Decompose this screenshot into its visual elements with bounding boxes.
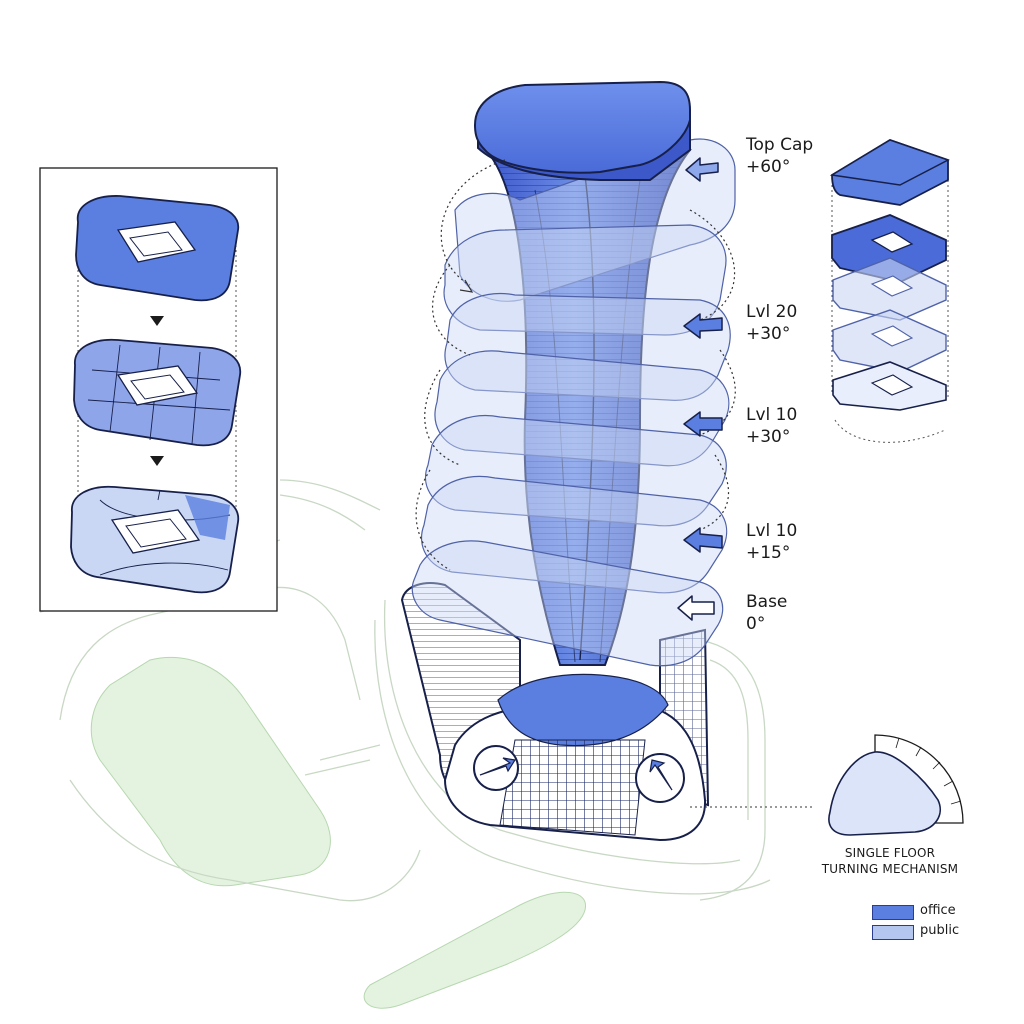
level-angle: +60°: [746, 157, 791, 177]
mechanism-plate: [828, 751, 941, 836]
floor-plate: [444, 293, 731, 401]
level-name: Lvl 10: [746, 405, 798, 425]
floor-plate: [411, 540, 724, 667]
legend-swatch-public: [872, 925, 914, 940]
level-name: Lvl 20: [746, 302, 798, 322]
legend-label: office: [920, 903, 956, 918]
base-grid-wedge: [499, 739, 646, 836]
floor-sequence-inset: [39, 167, 278, 612]
level-angle: 0°: [746, 614, 766, 634]
floor-plates: [411, 138, 736, 667]
inset-plate-mixed: [73, 338, 242, 447]
tower-shaft: [476, 143, 693, 666]
level-name: Base: [746, 592, 788, 612]
floor-plate: [443, 224, 727, 336]
level-angle: +30°: [746, 427, 791, 447]
arrow-icon: [683, 411, 723, 437]
floor-plate: [434, 350, 730, 467]
arrow-icon: [677, 595, 715, 621]
tower-base: [400, 582, 710, 842]
arrow-icon: [683, 313, 723, 339]
turning-mechanism: [690, 734, 964, 836]
level-label-lvl-20: Lvl 20 +30°: [746, 301, 797, 345]
site-plan: [39, 479, 771, 1009]
floor-plate: [454, 138, 736, 302]
green-area-left: [90, 656, 331, 887]
level-angle: +15°: [746, 543, 791, 563]
floor-plate: [424, 414, 727, 527]
level-label-lvl-10-b: Lvl 10 +15°: [746, 520, 797, 564]
arrow-icon: [685, 157, 719, 182]
top-cap-roof: [473, 80, 691, 174]
level-arrows: [677, 157, 723, 621]
level-label-lvl-10-a: Lvl 10 +30°: [746, 404, 797, 448]
caption-line-2: TURNING MECHANISM: [821, 862, 959, 876]
level-label-top-cap: Top Cap +60°: [746, 134, 813, 178]
exploded-plates: [829, 139, 950, 443]
level-angle: +30°: [746, 324, 791, 344]
inset-plate-office: [75, 195, 240, 302]
sequence-arrow-down: [150, 316, 164, 326]
base-rotation-arrow-right: [635, 753, 685, 803]
inset-plate-public: [70, 485, 240, 594]
tower-top-cap: [473, 80, 691, 181]
floor-plate: [420, 475, 728, 594]
mechanism-caption: SINGLE FLOOR TURNING MECHANISM: [800, 845, 980, 877]
green-area-bottom: [363, 891, 586, 1009]
level-label-base: Base 0°: [746, 591, 787, 635]
level-name: Lvl 10: [746, 521, 798, 541]
level-name: Top Cap: [746, 135, 814, 155]
arrow-icon: [683, 527, 723, 553]
caption-line-1: SINGLE FLOOR: [844, 846, 936, 860]
legend-swatch-office: [872, 905, 914, 920]
legend-label: public: [920, 923, 960, 938]
sequence-arrow-down: [150, 456, 164, 466]
